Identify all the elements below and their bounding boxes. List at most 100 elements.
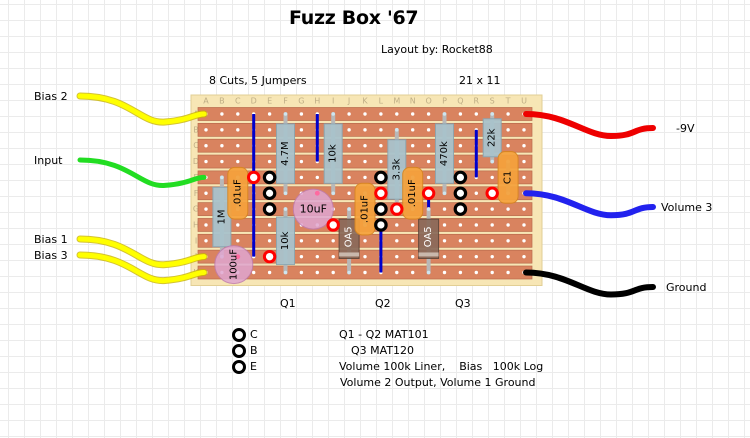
wire-volume-3 (523, 190, 656, 219)
column-label: O (425, 97, 431, 106)
pad-icon (232, 328, 246, 342)
strip-hole (411, 223, 415, 227)
transistor-pad (453, 202, 468, 216)
column-label: C (235, 97, 241, 106)
resistor (276, 123, 295, 184)
lead-end (283, 191, 288, 196)
wire-ground (523, 269, 656, 298)
resistor (323, 123, 343, 184)
strip-hole (204, 144, 208, 148)
strip-hole (458, 112, 463, 116)
strip-hole (506, 207, 510, 211)
transistor-pad (374, 202, 388, 216)
strip-hole (506, 239, 510, 243)
track-cut (247, 170, 261, 185)
pad-icon (232, 344, 246, 358)
strip-hole (426, 128, 431, 132)
pin-label: E (250, 360, 257, 373)
row-label: B (193, 125, 199, 134)
strip-hole (204, 207, 208, 211)
strip-hole (490, 239, 494, 243)
pin-label: C (250, 328, 258, 341)
column-label: U (521, 97, 527, 106)
strip-hole (490, 254, 494, 259)
diode-label: OA5 (423, 226, 434, 247)
strip-hole (426, 175, 431, 180)
strip-hole (299, 144, 304, 148)
strip-hole (299, 159, 304, 164)
strip-hole (299, 239, 304, 243)
strip-hole (204, 223, 208, 227)
resistor-value: 22k (487, 128, 498, 147)
electrolytic-capacitor (292, 188, 334, 230)
strip-hole (220, 112, 224, 116)
resistor (276, 216, 295, 266)
strip-hole (267, 128, 272, 132)
resistor-value: 4.7M (280, 141, 291, 166)
strip-hole (363, 112, 367, 116)
wire-bias-2 (77, 93, 207, 125)
strip-hole (442, 223, 447, 227)
column-label: D (251, 97, 257, 106)
strip-hole (506, 112, 510, 116)
strip-hole (236, 223, 240, 227)
resistor-value: 10k (280, 231, 291, 250)
row-label: I (195, 236, 197, 245)
wire-label-minus-9v: -9V (676, 122, 695, 135)
resistor-value: 470k (439, 141, 450, 166)
strip-hole (458, 159, 463, 164)
strip-hole (267, 144, 272, 148)
strip-hole (236, 239, 240, 243)
lead-end (283, 112, 288, 116)
lead-end (442, 112, 447, 116)
strip-hole (395, 239, 399, 243)
strip-hole (474, 270, 478, 275)
strip-hole (236, 159, 240, 164)
strip-hole (347, 159, 351, 164)
capacitor-lead (314, 190, 320, 196)
lead-end (490, 159, 495, 164)
column-label: P (442, 97, 447, 106)
strip-hole (506, 270, 510, 275)
strip-hole (411, 239, 415, 243)
transistor-label-q3: Q3 (455, 297, 471, 310)
strip-hole (204, 128, 208, 132)
board-size: 21 x 11 (459, 74, 501, 87)
capacitor-value: 100uF (228, 249, 239, 280)
resistor-value: 10k (328, 144, 339, 163)
strip-hole (442, 270, 447, 275)
lead-end (347, 270, 351, 275)
row-label: G (193, 205, 199, 214)
strip-hole (442, 254, 447, 259)
column-label: S (490, 97, 495, 106)
strip-hole (458, 270, 463, 275)
track-cut (262, 249, 277, 264)
column-label: G (298, 97, 304, 106)
strip-hole (363, 239, 367, 243)
pin-label: B (250, 344, 258, 357)
lead-end (426, 207, 431, 211)
strip-hole (474, 223, 478, 227)
row-label: F (194, 189, 199, 198)
lead-end (395, 128, 399, 132)
wire-label-bias-3: Bias 3 (34, 249, 68, 262)
diode-label: OA5 (344, 226, 355, 247)
column-label: T (505, 97, 511, 106)
strip-hole (522, 239, 526, 243)
transistor-label-q2: Q2 (375, 297, 391, 310)
strip-hole (522, 159, 526, 164)
track-cut (485, 186, 499, 200)
film-capacitor (227, 166, 249, 220)
electrolytic-capacitor (214, 245, 254, 285)
strip-hole (220, 159, 224, 164)
strip-hole (379, 112, 383, 116)
capacitor-lead (235, 254, 241, 260)
strip-hole (522, 175, 526, 180)
strip-hole (458, 223, 463, 227)
strip-hole (522, 207, 526, 211)
transistor-label-q1: Q1 (280, 297, 296, 310)
column-label: K (362, 97, 368, 106)
film-capacitor (497, 151, 519, 204)
transistor-pad (453, 170, 468, 185)
wire-label-bias-1: Bias 1 (34, 233, 68, 246)
